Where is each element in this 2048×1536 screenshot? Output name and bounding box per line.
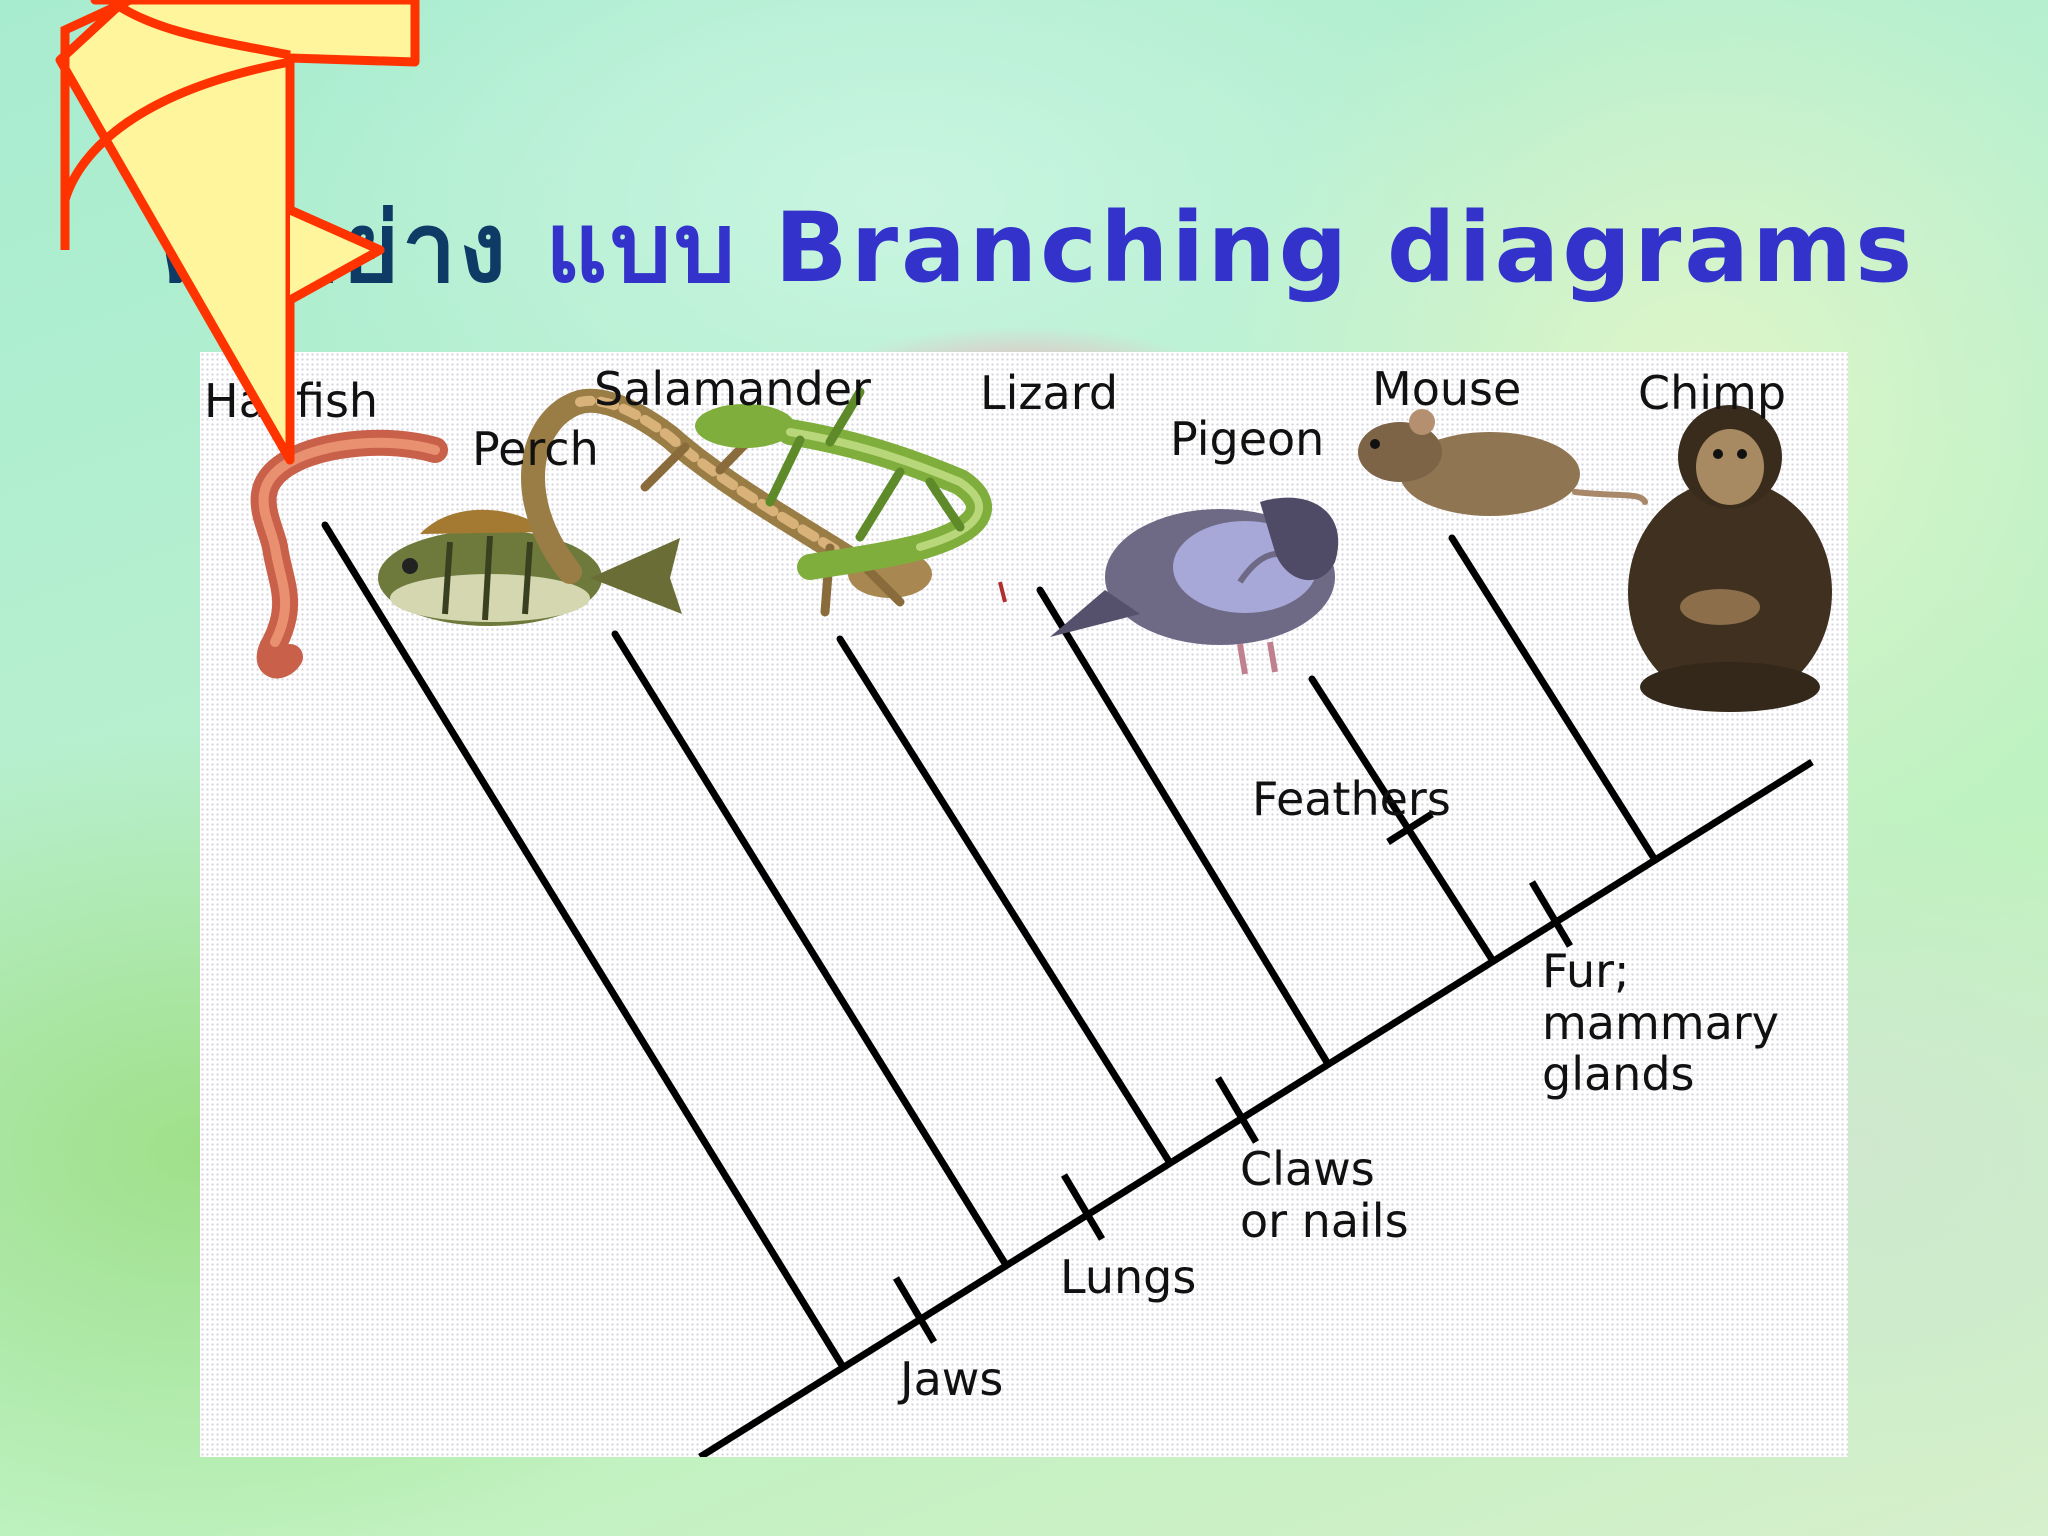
tick-feathers [1386, 811, 1434, 845]
mouse-icon [1358, 409, 1648, 516]
tick-jaws [892, 1276, 938, 1344]
taxon-label-mouse: Mouse [1372, 362, 1522, 416]
taxon-label-lizard: Lizard [980, 366, 1119, 420]
trait-label-lungs: Lungs [1060, 1250, 1197, 1304]
tick-fur [1528, 880, 1574, 948]
title-branching-diagrams: แบบ Branching diagrams [545, 192, 1916, 304]
trait-label-claws: Claws or nails [1240, 1142, 1409, 1248]
perch-icon [378, 509, 682, 626]
trait-label-feathers: Feathers [1252, 772, 1451, 826]
chimp-icon [1628, 405, 1832, 712]
trait-label-claws-line1: Claws [1240, 1142, 1375, 1196]
branch-perch [611, 630, 1010, 1269]
cladogram-panel: Hagfish Perch Salamander Lizard Pigeon M… [200, 352, 1848, 1457]
branch-pigeon [1308, 675, 1497, 965]
cladogram-trunk [698, 759, 1814, 1457]
cladogram-svg [250, 387, 1832, 1457]
trait-label-fur: Fur; mammary glands [1542, 944, 1779, 1102]
pigeon-icon [1050, 497, 1339, 675]
tick-lungs [1060, 1173, 1106, 1241]
trait-label-claws-line2: or nails [1240, 1193, 1409, 1248]
hagfish-icon [250, 429, 448, 679]
branch-hagfish [321, 521, 847, 1371]
star-decoration-icon [55, 0, 420, 465]
taxon-label-salamander: Salamander [594, 362, 871, 416]
branch-mouse [1448, 534, 1659, 864]
trait-label-fur-line1: Fur; [1542, 944, 1630, 998]
trait-label-fur-line3: glands [1542, 1047, 1695, 1102]
taxon-label-perch: Perch [472, 422, 599, 476]
taxon-label-pigeon: Pigeon [1170, 412, 1325, 466]
trait-label-jaws: Jaws [900, 1352, 1004, 1406]
trait-label-fur-line2: mammary [1542, 995, 1779, 1050]
taxon-label-chimp: Chimp [1638, 366, 1787, 420]
lizard-icon [695, 387, 1007, 603]
branch-lizard [1036, 586, 1332, 1068]
tick-claws [1214, 1076, 1260, 1144]
branch-salamander [836, 635, 1174, 1167]
